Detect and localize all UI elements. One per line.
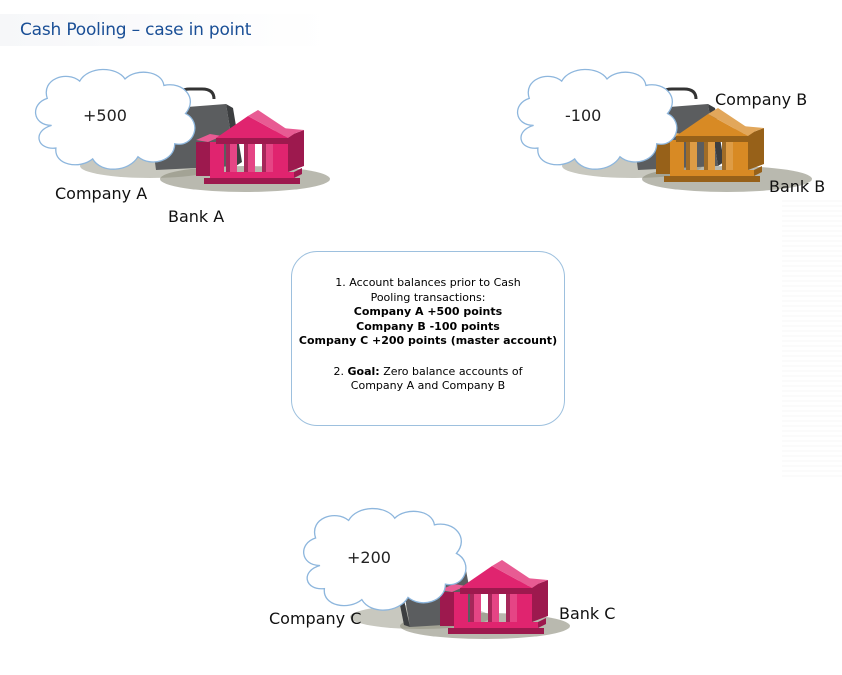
company-label: Company C <box>269 609 362 628</box>
bank-roof-front <box>676 114 748 136</box>
bank-wing-side <box>748 128 764 170</box>
info-line-1: 1. Account balances prior to Cash Poolin… <box>335 276 521 304</box>
bank-column <box>470 594 481 622</box>
goal-prefix: 2. <box>333 364 348 378</box>
bank-column-shade <box>470 594 474 622</box>
bank-column-shade <box>488 594 492 622</box>
bank-left-top <box>196 134 222 142</box>
bank-left-front <box>670 140 684 174</box>
bank-label: Bank B <box>769 177 826 196</box>
bank-column-shade <box>226 144 230 172</box>
bank-left-front <box>210 142 224 176</box>
cloud-outline <box>35 68 196 170</box>
bank-entablature <box>460 588 532 594</box>
bank-entablature <box>676 136 748 142</box>
bank-step-1 <box>210 172 294 178</box>
bank-step-2 <box>204 178 300 184</box>
bank-column-shade <box>686 142 690 170</box>
page-title: Cash Pooling – case in point <box>20 20 252 40</box>
bank-column-shade <box>262 144 266 172</box>
goal-label: Goal: <box>347 364 380 378</box>
bank-left-side <box>656 140 670 174</box>
bank-roof-slope <box>708 108 754 136</box>
bank-column <box>686 142 697 170</box>
bank-entablature <box>216 138 288 144</box>
bank-step-1 <box>670 170 754 176</box>
bank-step-side <box>538 618 546 628</box>
bank-roof-front <box>460 566 532 588</box>
title-band <box>0 14 330 46</box>
info-box: 1. Account balances prior to Cash Poolin… <box>291 251 565 426</box>
bank-step-1 <box>454 622 538 628</box>
bank-building-icon <box>196 110 304 184</box>
balance-value: +500 <box>83 106 127 125</box>
bank-left-side <box>196 142 210 176</box>
cloud-icon <box>35 68 196 170</box>
bank-left-top <box>440 584 466 592</box>
goal-text: 2. Goal: Zero balance accounts of Compan… <box>292 365 564 394</box>
bank-wing-side <box>288 130 304 172</box>
bank-column-shade <box>722 142 726 170</box>
bank-column-shade <box>506 594 510 622</box>
bank-column <box>226 144 237 172</box>
bank-step-2 <box>448 628 544 634</box>
bank-step-side <box>754 166 762 176</box>
bank-column-shade <box>244 144 248 172</box>
bank-label: Bank C <box>559 604 616 623</box>
cloud-outline <box>303 507 467 611</box>
bank-step-2 <box>664 176 760 182</box>
balance-c-text: Company C +200 points (master account) <box>298 334 558 347</box>
company-c-graphic <box>303 507 570 639</box>
bank-wing-side <box>532 580 548 622</box>
company-a-group: +500 Company A Bank A <box>30 66 330 236</box>
company-label: Company A <box>55 184 148 203</box>
goal-description: Zero balance accounts of Company A and C… <box>350 364 523 393</box>
bank-column <box>506 594 517 622</box>
bank-column <box>488 594 499 622</box>
cloud-icon <box>517 68 678 170</box>
company-a-graphic <box>35 68 330 192</box>
balance-value: -100 <box>565 106 602 125</box>
balance-value: +200 <box>347 548 391 567</box>
background-texture <box>782 200 842 480</box>
balance-b-text: Company B -100 points <box>356 319 500 333</box>
bank-column <box>262 144 273 172</box>
company-b-group: -100 Company B Bank B <box>512 66 842 236</box>
company-c-group: +200 Company C Bank C <box>269 507 650 663</box>
bank-label: Bank A <box>168 207 225 226</box>
bank-column <box>704 142 715 170</box>
bank-roof-front <box>216 116 288 138</box>
cloud-outline <box>517 68 678 170</box>
bank-building-icon <box>440 560 548 634</box>
bank-step-side <box>294 168 302 178</box>
cloud-icon <box>303 507 467 611</box>
bank-column <box>244 144 255 172</box>
bank-left-side <box>440 592 454 626</box>
bank-column-shade <box>704 142 708 170</box>
bank-column <box>722 142 733 170</box>
balance-a-text: Company A +500 points <box>353 305 503 318</box>
bank-roof-slope <box>492 560 538 588</box>
company-b-graphic <box>517 68 812 192</box>
bank-roof-slope <box>248 110 294 138</box>
bank-left-front <box>454 592 468 626</box>
company-label: Company B <box>715 90 808 109</box>
